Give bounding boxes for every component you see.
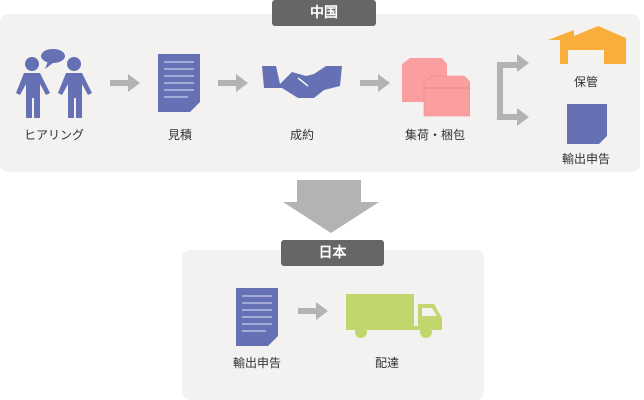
branch-label-export: 輸出申告 [561, 152, 611, 166]
handshake-icon [262, 66, 342, 98]
arrow-right-icon [218, 74, 248, 92]
export-declaration-icon [567, 104, 607, 144]
step-label-delivery: 配達 [374, 356, 400, 370]
step-label-hearing: ヒアリング [23, 128, 85, 142]
step-label-export-declaration: 輸出申告 [232, 356, 282, 370]
document-icon [236, 288, 278, 346]
step-label-estimate: 見積 [167, 128, 193, 142]
boxes-icon [402, 58, 470, 117]
arrow-right-icon [360, 74, 390, 92]
arrow-right-icon [110, 74, 140, 92]
step-label-contract: 成約 [289, 128, 315, 142]
people-talking-icon [16, 49, 92, 118]
step-label-pickup-packing: 集荷・梱包 [404, 128, 466, 142]
japan-tag: 日本 [281, 240, 384, 266]
document-icon [158, 54, 200, 112]
truck-icon [346, 294, 442, 338]
arrow-right-icon [298, 302, 328, 320]
branch-label-storage: 保管 [573, 75, 599, 89]
china-tag: 中国 [272, 0, 376, 26]
warehouse-icon [548, 26, 626, 64]
down-arrow-icon [283, 180, 379, 233]
branch-arrow-icon [497, 54, 529, 126]
